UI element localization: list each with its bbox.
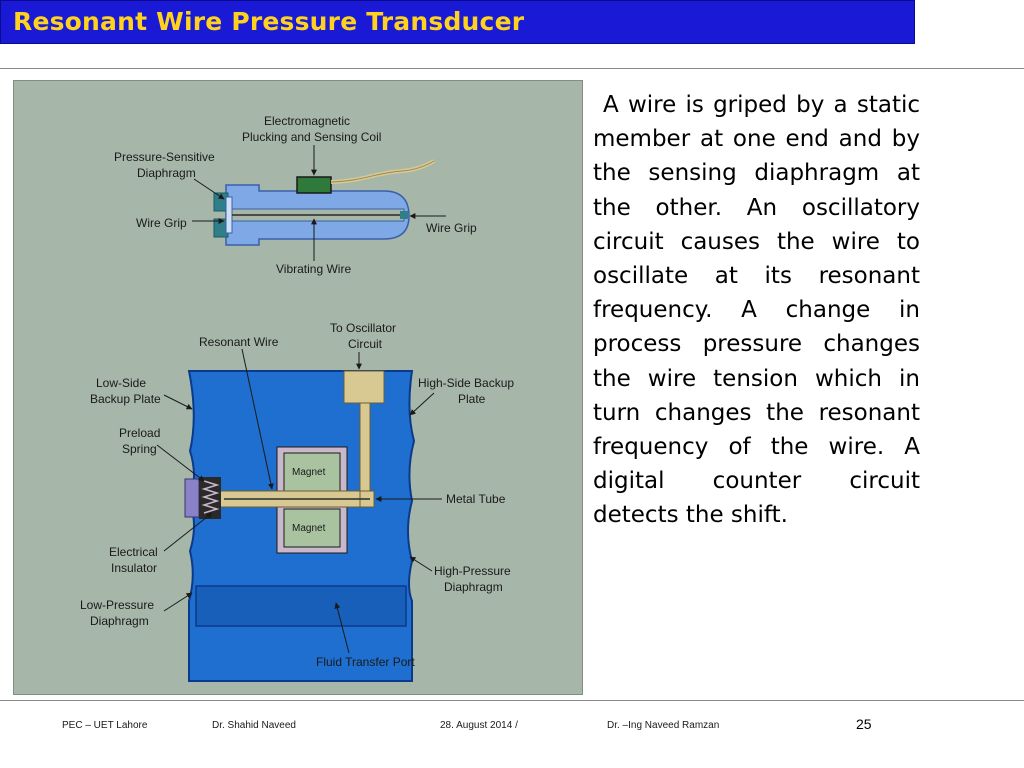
label-high-backup-1: High-Side Backup (418, 376, 514, 390)
label-wire-grip-right: Wire Grip (426, 221, 477, 235)
header-divider (0, 68, 1024, 69)
wire-transducer-bottom: Magnet Magnet Resonant Wire To Oscillato… (80, 321, 514, 682)
coil (296, 176, 332, 194)
label-wire-grip-left: Wire Grip (136, 216, 187, 230)
label-psd-1: Pressure-Sensitive (114, 150, 215, 164)
label-high-backup-2: Plate (458, 392, 486, 406)
label-osc-2: Circuit (348, 337, 383, 351)
label-metal-tube: Metal Tube (446, 492, 506, 506)
label-preload-1: Preload (119, 426, 160, 440)
label-magnet-top: Magnet (292, 467, 326, 478)
footer-divider (0, 700, 1024, 701)
page-number: 25 (856, 716, 872, 732)
pressure-sensitive-diaphragm (225, 196, 233, 234)
right-grip (400, 211, 408, 219)
oscillator-block (343, 370, 385, 404)
label-vibrating-wire: Vibrating Wire (276, 262, 351, 276)
wire-sensor-top: Electromagnetic Plucking and Sensing Coi… (114, 114, 477, 276)
label-lp-diaphragm-2: Diaphragm (90, 614, 149, 628)
slide-description: A wire is griped by a static member at o… (593, 92, 920, 529)
label-resonant-wire: Resonant Wire (199, 335, 279, 349)
label-insulator-2: Insulator (111, 561, 157, 575)
preload-spring (201, 480, 220, 514)
label-coil-1: Electromagnetic (264, 114, 350, 128)
footer-coauthor: Dr. –Ing Naveed Ramzan (607, 720, 720, 731)
oscillator-stem (359, 402, 371, 500)
fluid-cavity (195, 585, 407, 627)
label-osc-1: To Oscillator (330, 321, 396, 335)
slide-title: Resonant Wire Pressure Transducer (13, 7, 525, 36)
label-low-backup-1: Low-Side (96, 376, 146, 390)
label-coil-2: Plucking and Sensing Coil (242, 130, 381, 144)
label-psd-2: Diaphragm (137, 166, 196, 180)
magnet-bottom (283, 508, 341, 548)
label-low-backup-2: Backup Plate (90, 392, 161, 406)
label-preload-2: Spring (122, 442, 157, 456)
title-bar: Resonant Wire Pressure Transducer (0, 0, 915, 44)
label-fluid-port: Fluid Transfer Port (316, 655, 415, 669)
label-lp-diaphragm-1: Low-Pressure (80, 598, 154, 612)
label-magnet-bottom: Magnet (292, 523, 326, 534)
footer-date: 28. August 2014 / (440, 720, 518, 731)
label-hp-diaphragm-1: High-Pressure (434, 564, 511, 578)
diagram-figure: Electromagnetic Plucking and Sensing Coi… (13, 80, 583, 695)
footer-author: Dr. Shahid Naveed (212, 720, 296, 731)
label-insulator-1: Electrical (109, 545, 158, 559)
footer-institution: PEC – UET Lahore (62, 720, 148, 731)
coil-lead (330, 159, 436, 184)
label-hp-diaphragm-2: Diaphragm (444, 580, 503, 594)
transducer-diagram: Electromagnetic Plucking and Sensing Coi… (80, 114, 514, 682)
magnet-top (283, 452, 341, 492)
electrical-insulator (184, 478, 200, 518)
